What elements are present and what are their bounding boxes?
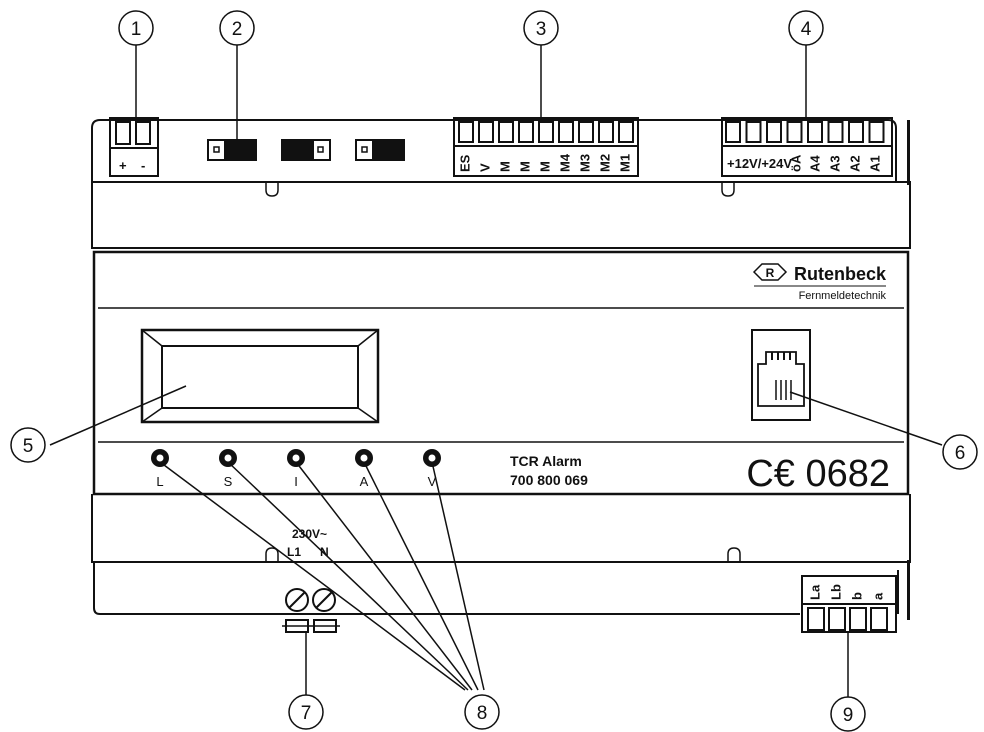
output-terminal-label: A1 <box>867 155 882 172</box>
callout-3: 3 <box>523 10 559 46</box>
top-housing <box>91 119 897 182</box>
mains-screw-terminals <box>282 588 340 633</box>
status-led-center <box>428 454 436 462</box>
input-terminal-block <box>453 117 639 177</box>
input-terminal-label: M2 <box>597 154 612 172</box>
rj-socket[interactable] <box>751 329 811 421</box>
terminal-slot <box>618 121 634 143</box>
product-number: 700 800 069 <box>510 472 588 488</box>
line-terminal-label: La <box>807 584 822 600</box>
terminal-slot <box>498 121 514 143</box>
led-label: V <box>428 474 437 489</box>
line-terminal-block <box>801 575 897 633</box>
input-terminal-label: V <box>477 163 492 172</box>
terminal-slot <box>848 121 864 143</box>
brand-name: Rutenbeck <box>794 264 887 284</box>
ce-mark: C€ 0682 <box>746 453 890 495</box>
mains-n-label: N <box>320 545 329 559</box>
power-minus-label: - <box>141 158 145 173</box>
callout-6: 6 <box>942 434 978 470</box>
led-label: S <box>224 474 233 489</box>
led-label: L <box>156 474 163 489</box>
callout-number: 2 <box>232 19 243 40</box>
callout-number: 5 <box>23 436 34 457</box>
terminal-slot <box>538 121 554 143</box>
front-panel <box>92 250 910 496</box>
terminal-slot <box>725 121 741 143</box>
led-label: A <box>360 474 369 489</box>
terminal-slot <box>458 121 474 143</box>
output-terminal-block <box>721 117 893 177</box>
bottom-housing <box>93 562 800 615</box>
input-terminal-label: M1 <box>617 154 632 172</box>
terminal-slot <box>745 121 762 143</box>
terminal-slot <box>478 121 494 143</box>
input-terminal-label: M3 <box>577 154 592 172</box>
line-terminal-label: Lb <box>828 584 843 600</box>
logo-mark: R <box>766 266 775 280</box>
line-terminal-label: a <box>870 592 885 600</box>
output-terminal-label: A4 <box>807 155 822 172</box>
callout-number: 8 <box>477 703 488 724</box>
input-terminal-label: M <box>517 161 532 172</box>
callout-number: 3 <box>536 19 547 40</box>
output-terminal-label: A2 <box>847 155 862 172</box>
slide-switches[interactable] <box>207 139 405 161</box>
led-label: I <box>294 474 298 489</box>
input-terminal-label: ES <box>457 154 472 172</box>
brand-tagline: Fernmeldetechnik <box>799 290 887 302</box>
callout-number: 4 <box>801 19 812 40</box>
lcd-display <box>140 328 380 424</box>
status-led-center <box>360 454 368 462</box>
status-led-center <box>224 454 232 462</box>
terminal-slot <box>598 121 614 143</box>
output-terminal-label: öA <box>788 154 803 172</box>
terminal-slot <box>827 121 844 143</box>
power-plus-label: + <box>119 158 127 173</box>
input-terminal-label: M <box>497 161 512 172</box>
terminal-slot <box>578 121 594 143</box>
brand-logo: R Rutenbeck Fernmeldetechnik <box>752 263 887 302</box>
callout-number: 6 <box>955 443 966 464</box>
callout-4: 4 <box>788 10 824 46</box>
mains-l1-label: L1 <box>287 545 301 559</box>
status-led-center <box>292 454 300 462</box>
input-terminal-label: M4 <box>557 153 572 172</box>
callout-number: 1 <box>131 19 142 40</box>
callout-8: 8 <box>464 694 500 730</box>
terminal-slot <box>807 121 823 143</box>
terminal-slot <box>868 121 885 143</box>
terminal-slot <box>766 121 782 143</box>
callout-number: 9 <box>843 705 854 726</box>
output-terminal-label: A3 <box>827 155 842 172</box>
callout-9: 9 <box>830 696 866 732</box>
line-terminal-label: b <box>849 592 864 600</box>
product-name: TCR Alarm <box>510 453 582 469</box>
lower-shoulder <box>91 494 911 563</box>
terminal-slot <box>786 121 803 143</box>
callout-1: 1 <box>118 10 154 46</box>
callout-number: 7 <box>301 703 312 724</box>
callout-7: 7 <box>288 694 324 730</box>
upper-shoulder <box>91 181 911 249</box>
terminal-slot <box>558 121 574 143</box>
output-terminal-label: +12V/+24V <box>727 156 792 171</box>
callout-5: 5 <box>10 427 46 463</box>
callout-2: 2 <box>219 10 255 46</box>
terminal-slot <box>518 121 534 143</box>
power-terminal-block <box>109 117 159 177</box>
input-terminal-label: M <box>537 161 552 172</box>
leader-lines <box>49 44 943 698</box>
status-led-center <box>156 454 164 462</box>
